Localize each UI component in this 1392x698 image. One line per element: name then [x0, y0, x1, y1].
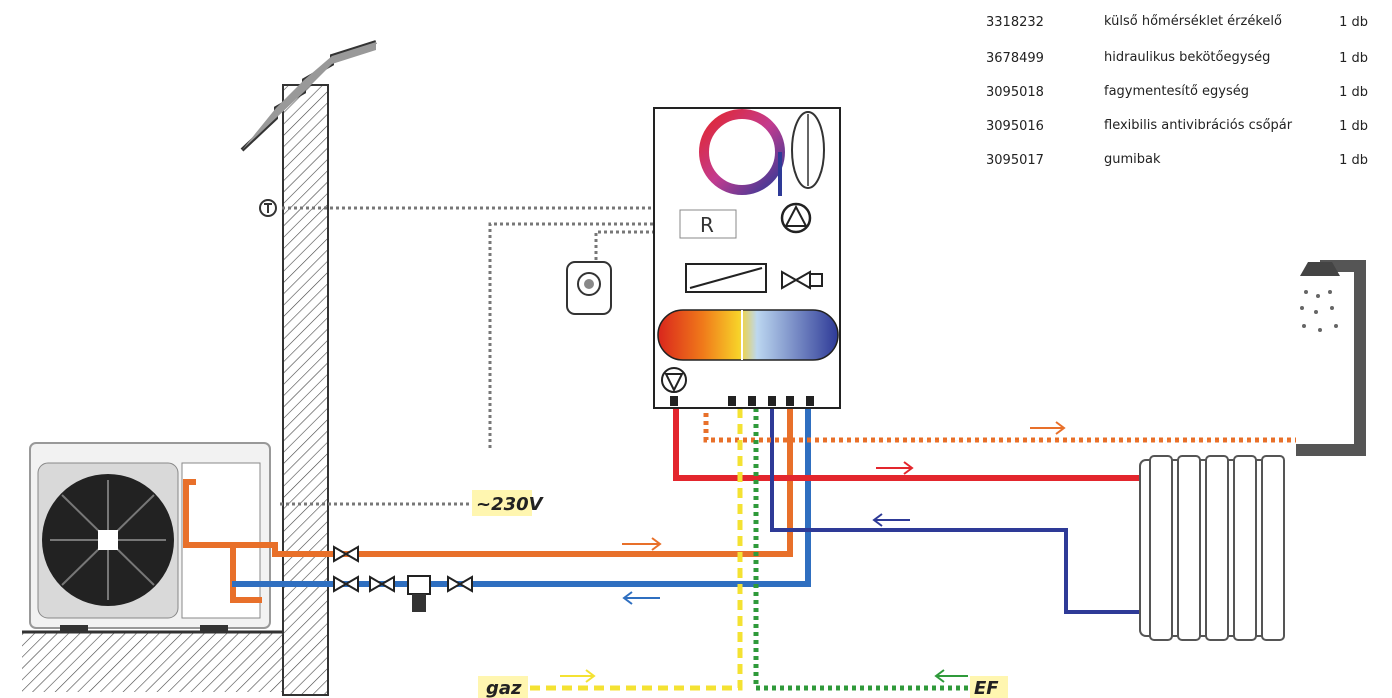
heat-pump-flow-pipe [183, 375, 793, 603]
controller-label: R [700, 213, 714, 237]
voltage-label: ~230V [476, 494, 545, 515]
part-code: 3318232 [986, 14, 1044, 30]
table-row: 3095016 flexibilis antivibrációs csőpár … [978, 108, 1368, 144]
part-description: hidraulikus bekötőegység [1104, 50, 1271, 65]
part-quantity: 1 db [1339, 14, 1368, 30]
radiator-icon [1139, 455, 1285, 641]
voltage-label-box [472, 490, 532, 516]
flow-arrows [560, 421, 1066, 683]
part-description: fagymentesítő egység [1104, 84, 1250, 99]
gas-pipe [530, 400, 743, 691]
part-code: 3095017 [986, 152, 1044, 168]
table-row: 3095017 gumibak 1 db [978, 144, 1368, 176]
outdoor-heat-pump-unit [29, 442, 271, 633]
table-row: 3678499 hidraulikus bekötőegység 1 db [978, 40, 1368, 76]
part-code: 3095016 [986, 118, 1044, 134]
three-way-valve-icon [781, 270, 823, 290]
cold-water-label-box [970, 676, 1008, 698]
part-quantity: 1 db [1339, 118, 1368, 134]
filter-icon [407, 575, 431, 612]
parts-table: 3318232 külső hőmérséklet érzékelő 1 db … [978, 4, 1368, 176]
sensor-icon [259, 199, 277, 217]
indoor-module: R [653, 107, 841, 409]
cold-water-label: EF [974, 678, 999, 698]
valve-icon [333, 545, 473, 593]
part-code: 3095018 [986, 84, 1044, 100]
table-row: 3318232 külső hőmérséklet érzékelő 1 db [978, 4, 1368, 40]
pump-icon [780, 202, 812, 234]
part-code: 3678499 [986, 50, 1044, 66]
table-row: 3095018 fagymentesítő egység 1 db [978, 76, 1368, 108]
gas-label-box [478, 676, 528, 698]
shower-icon [1296, 260, 1366, 456]
ground-slab [22, 630, 284, 692]
part-quantity: 1 db [1339, 50, 1368, 66]
part-description: flexibilis antivibrációs csőpár [1104, 118, 1293, 133]
part-quantity: 1 db [1339, 84, 1368, 100]
building-wall [240, 40, 377, 696]
gas-label: gaz [486, 678, 522, 698]
cold-water-pipe [753, 362, 968, 691]
part-description: gumibak [1104, 152, 1161, 167]
part-description: külső hőmérséklet érzékelő [1104, 14, 1282, 29]
part-quantity: 1 db [1339, 152, 1368, 168]
remote-controller-icon [566, 261, 612, 315]
heating-return-pipe [770, 382, 1140, 614]
